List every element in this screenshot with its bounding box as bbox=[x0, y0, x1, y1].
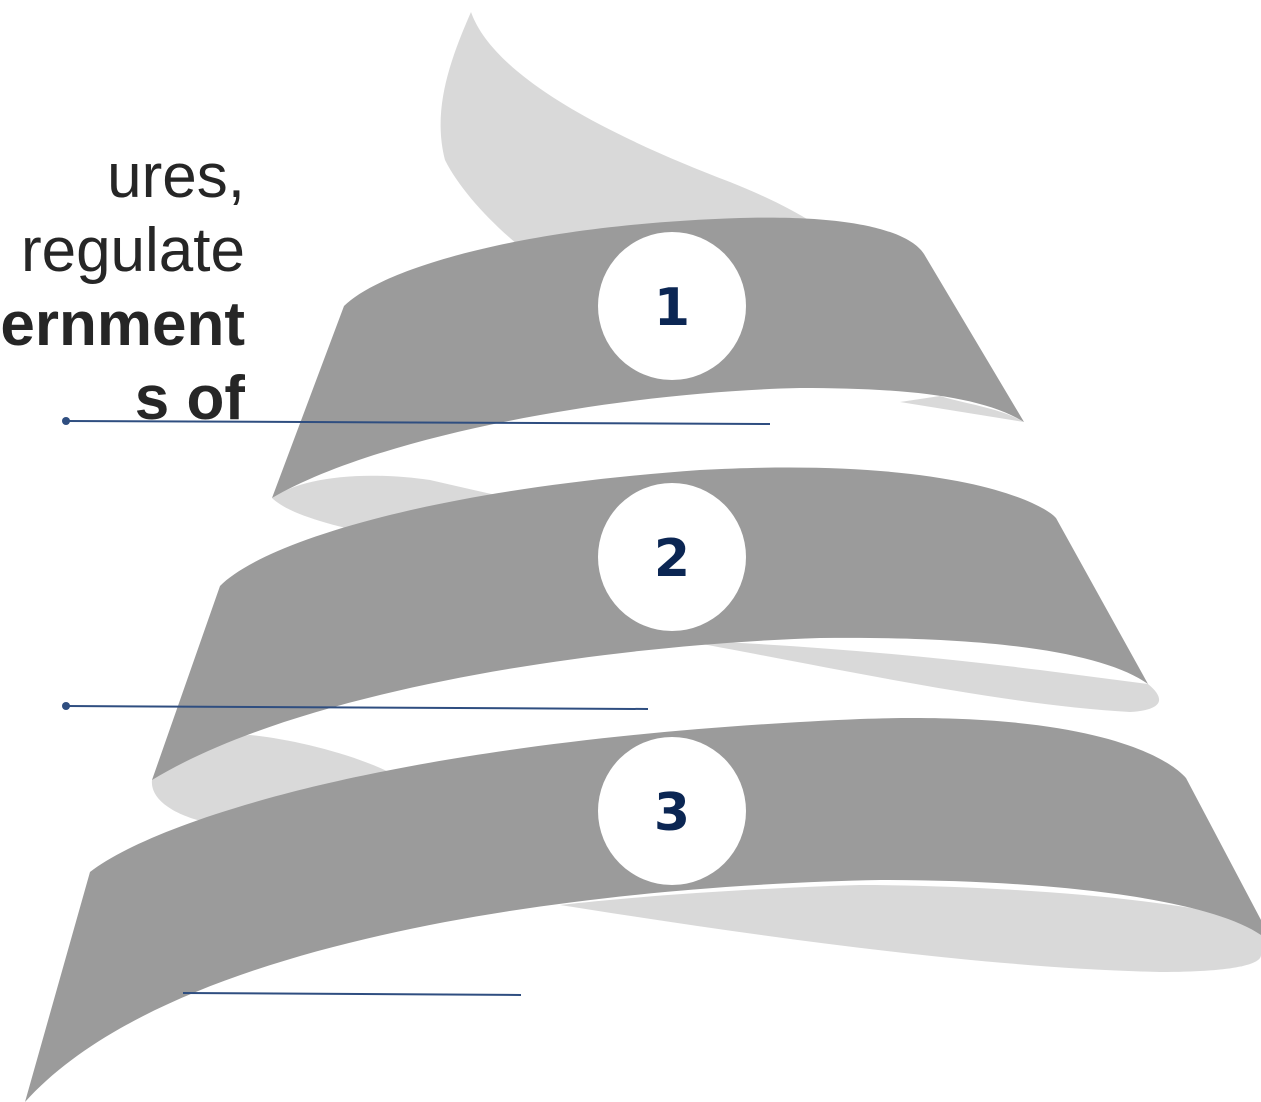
ribbon-back-segment-4 bbox=[560, 885, 1261, 972]
ribbon-back-segment-3 bbox=[151, 735, 420, 822]
connector-line-3 bbox=[182, 992, 522, 996]
text-line-1: ures, bbox=[107, 142, 245, 211]
ribbon-band-3 bbox=[25, 718, 1261, 1102]
cropped-text-block: ures, regulate ernment s of bbox=[0, 140, 245, 436]
ribbon-back-segment-1b bbox=[900, 396, 1024, 422]
connector-lines bbox=[62, 417, 771, 996]
badge-circle-2 bbox=[598, 483, 746, 631]
step-badge-2: 2 bbox=[598, 483, 746, 631]
badge-circle-1 bbox=[598, 232, 746, 380]
step-badge-1: 1 bbox=[598, 232, 746, 380]
connector-dot-2 bbox=[62, 702, 70, 710]
connector-dot-1 bbox=[62, 417, 70, 425]
text-line-4: s of bbox=[134, 364, 245, 433]
badge-circle-3 bbox=[598, 737, 746, 885]
step-badge-3: 3 bbox=[598, 737, 746, 885]
text-line-3: ernment bbox=[0, 290, 245, 359]
step-number-1: 1 bbox=[654, 278, 690, 338]
connector-line-1 bbox=[65, 420, 771, 425]
ribbon-back-segment-2 bbox=[680, 640, 1160, 712]
text-line-2: regulate bbox=[20, 216, 245, 285]
connector-line-2 bbox=[65, 705, 649, 710]
step-number-3: 3 bbox=[654, 783, 690, 843]
step-number-2: 2 bbox=[654, 529, 690, 589]
